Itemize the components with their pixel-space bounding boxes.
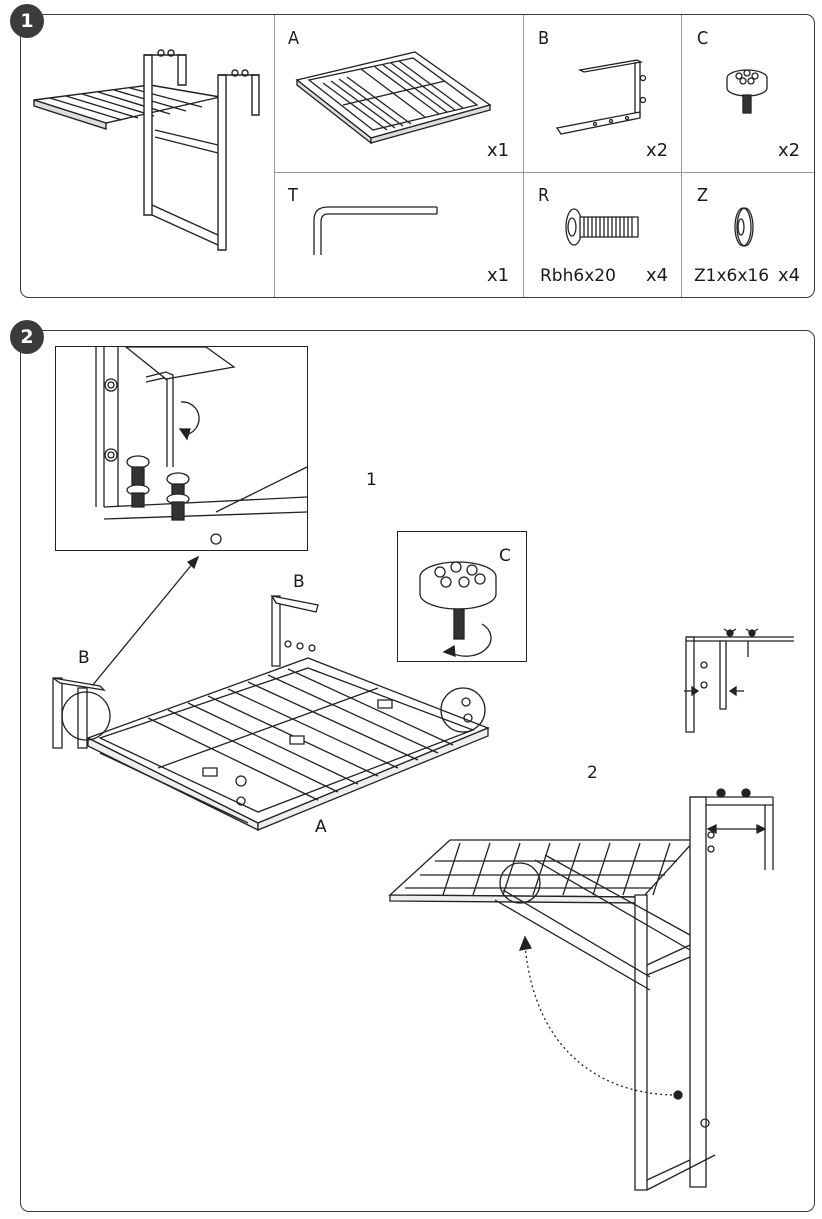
step-1-badge: 1 — [10, 4, 44, 38]
grid-divider — [681, 15, 682, 297]
grid-divider — [523, 15, 524, 297]
table-top-icon — [295, 50, 495, 145]
part-z-code: Z1x6x16 — [694, 266, 770, 286]
bracket-b-label-left: B — [78, 648, 90, 668]
hook-gap-detail — [680, 625, 800, 735]
hex-key-icon — [310, 202, 440, 262]
substep-1-label: 1 — [366, 470, 377, 490]
bolt-icon — [562, 205, 642, 249]
adjustable-foot-icon — [723, 64, 773, 116]
table-top-a-label: A — [315, 817, 327, 837]
part-c-qty: x2 — [778, 140, 801, 161]
assembly-panel — [20, 330, 815, 1212]
part-b-qty: x2 — [646, 140, 669, 161]
assembled-table-icon — [30, 45, 270, 260]
bracket-b-label-right: B — [293, 572, 305, 592]
hanging-bracket-icon — [555, 58, 655, 138]
part-c-letter: C — [697, 28, 709, 49]
part-a-letter: A — [288, 28, 300, 49]
table-assembly-drawing — [48, 548, 498, 833]
part-b-letter: B — [538, 28, 550, 49]
substep-2-label: 2 — [587, 763, 598, 783]
bracket-bolt-detail — [56, 347, 307, 550]
part-z-letter: Z — [697, 185, 709, 206]
foot-detail-label: C — [499, 546, 511, 566]
part-t-qty: x1 — [487, 265, 510, 286]
washer-icon — [731, 205, 755, 249]
mounted-table-drawing — [385, 785, 785, 1195]
grid-divider — [274, 15, 275, 297]
part-t-letter: T — [288, 185, 298, 206]
part-z-qty: x4 — [778, 265, 801, 286]
part-r-letter: R — [538, 185, 550, 206]
foot-detail-drawing — [398, 532, 526, 661]
grid-divider — [274, 172, 814, 173]
part-r-code: Rbh6x20 — [540, 266, 616, 286]
step-2-badge: 2 — [10, 320, 44, 354]
parts-panel — [20, 14, 815, 298]
part-a-qty: x1 — [487, 140, 510, 161]
part-r-qty: x4 — [646, 265, 669, 286]
